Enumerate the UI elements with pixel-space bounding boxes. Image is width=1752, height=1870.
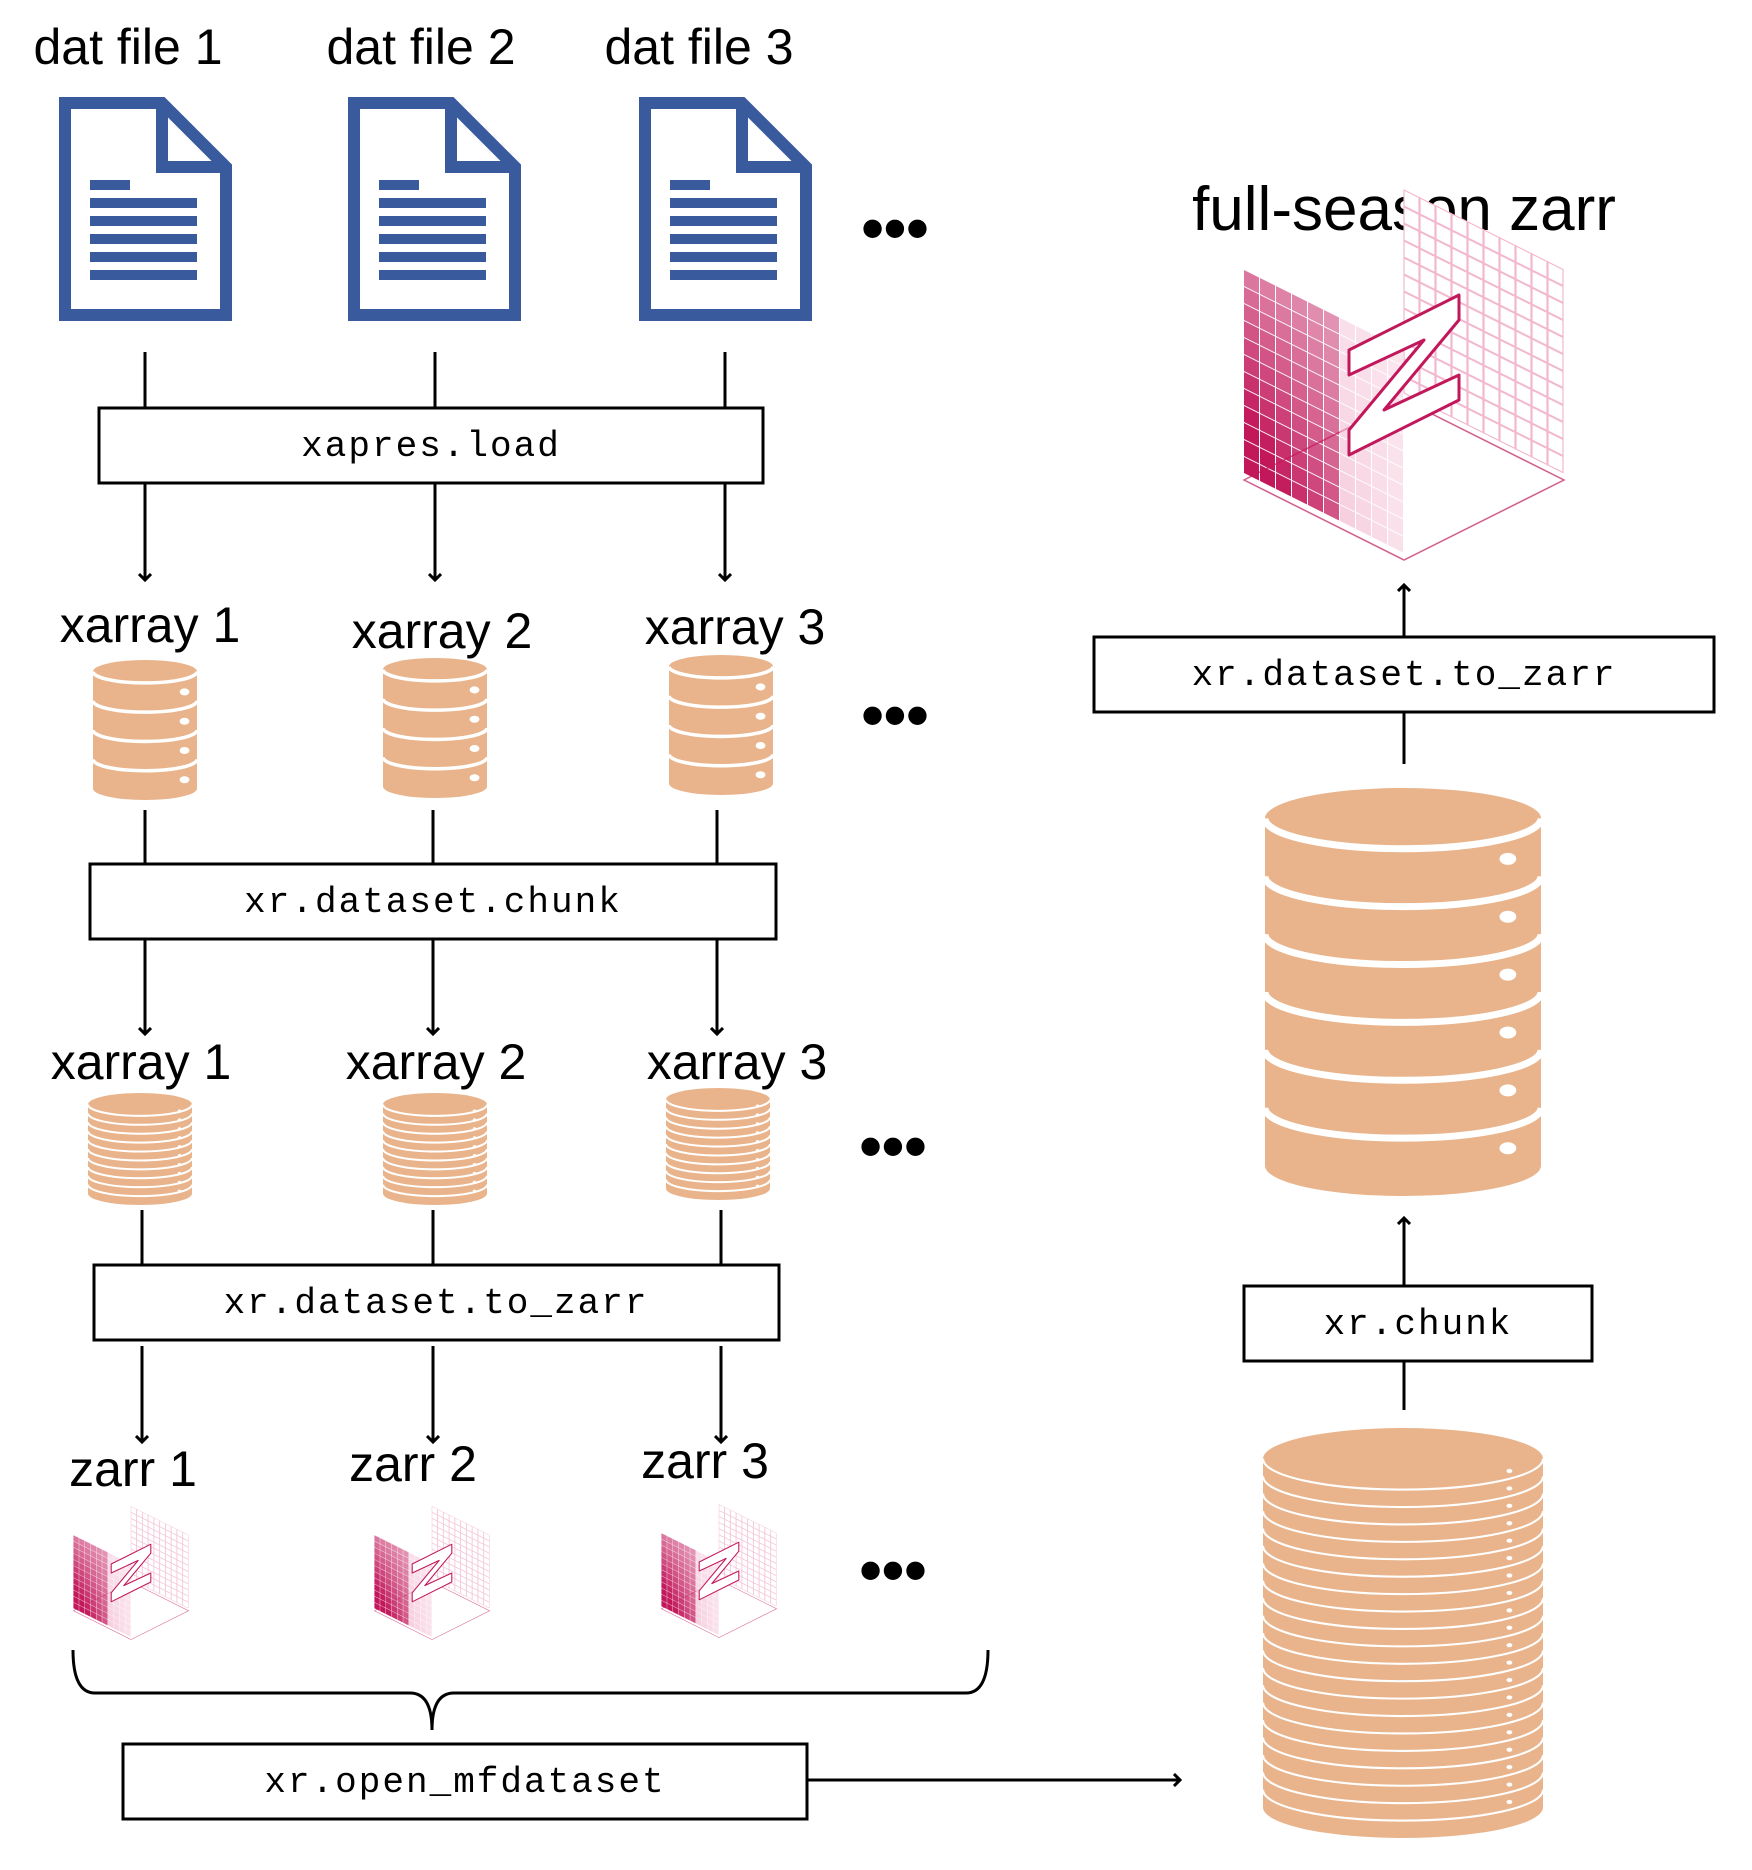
xarray-label: xarray 3 (647, 1034, 828, 1090)
database-icon (1261, 788, 1545, 1196)
ellipsis: ••• (859, 1110, 926, 1182)
xarray-label: xarray 2 (352, 603, 533, 659)
zarr-logo-icon (72, 1506, 190, 1640)
zarr-logo-icon (373, 1506, 491, 1640)
xarray-label: xarray 1 (51, 1034, 232, 1090)
xarray-label: xarray 2 (346, 1034, 527, 1090)
op-label-load: xapres.load (301, 426, 561, 467)
ellipsis: ••• (861, 192, 928, 264)
op-label-chunk-full: xr.chunk (1324, 1304, 1513, 1345)
op-box-chunk-full (1242, 1284, 1594, 1363)
op-label-to-zarr-full: xr.dataset.to_zarr (1192, 655, 1617, 696)
ellipsis: ••• (861, 679, 928, 751)
dat-file-label: dat file 2 (326, 19, 515, 75)
zarr-label: zarr 1 (69, 1441, 197, 1497)
database-icon (665, 1088, 771, 1200)
xarray-label: xarray 3 (645, 599, 826, 655)
dat-file-label: dat file 1 (33, 19, 222, 75)
xarray-label: xarray 1 (60, 597, 241, 653)
database-icon (381, 658, 489, 798)
op-label-to-zarr: xr.dataset.to_zarr (224, 1283, 649, 1324)
database-icon (87, 1093, 193, 1205)
op-box-load (97, 406, 765, 485)
op-box-chunk (88, 862, 778, 941)
grouping-brace (71, 1649, 990, 1731)
op-box-to-zarr-full (1092, 635, 1716, 714)
document-icon (59, 97, 232, 321)
zarr-label: zarr 3 (641, 1433, 769, 1489)
database-icon (382, 1093, 488, 1205)
zarr-logo-icon (660, 1504, 778, 1638)
op-box-to-zarr (92, 1263, 781, 1342)
op-label-chunk: xr.dataset.chunk (244, 882, 622, 923)
document-icon (639, 97, 812, 321)
document-icon (348, 97, 521, 321)
database-icon (1261, 1428, 1545, 1838)
ellipsis: ••• (859, 1534, 926, 1606)
zarr-logo-icon (1242, 189, 1566, 561)
database-icon (667, 655, 775, 795)
dat-file-label: dat file 3 (604, 19, 793, 75)
zarr-label: zarr 2 (349, 1436, 477, 1492)
op-label-open-mfdataset: xr.open_mfdataset (264, 1762, 665, 1803)
database-icon (91, 660, 199, 800)
